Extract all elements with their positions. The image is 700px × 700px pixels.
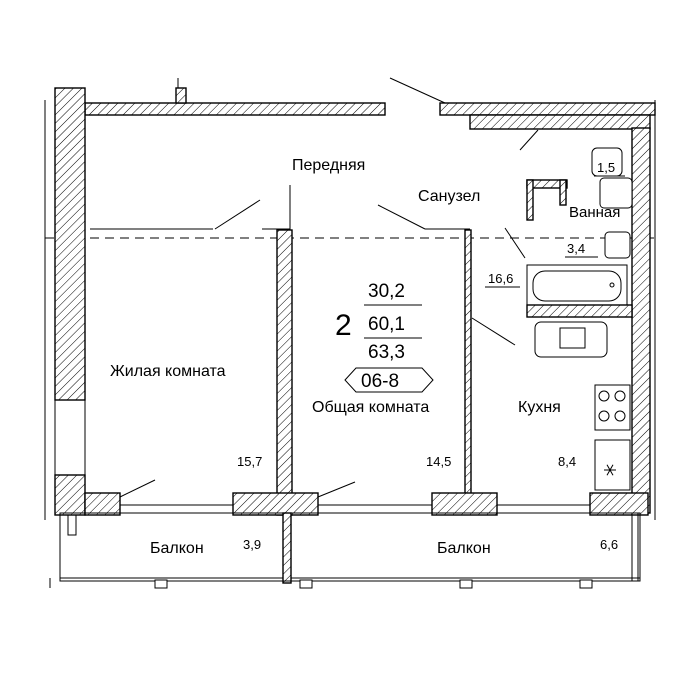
area-bedroom: 15,7 [237,454,262,469]
balcony-walls [59,479,649,589]
area-balcony-right: 6,6 [600,537,618,552]
apartment-summary: 2 30,2 60,1 63,3 06-8 [335,281,434,393]
room-label-balcony-left: Балкон [150,540,204,557]
total-area-value: 60,1 [368,314,405,335]
type-code: 06-8 [361,371,399,392]
area-balcony-left: 3,9 [243,537,261,552]
top-wall [84,77,656,130]
living-area-value: 30,2 [368,281,405,302]
left-wall [54,87,86,536]
area-hall: 16,6 [488,271,513,286]
area-kitchen: 8,4 [558,454,576,469]
rooms-count: 2 [335,309,352,342]
room-label-bathroom: Ванная [569,204,620,221]
interior-walls [90,127,651,516]
area-living-room: 14,5 [426,454,451,469]
sanitary-fixtures [526,147,633,491]
snowflake-icon [604,464,616,476]
room-label-kitchen: Кухня [518,399,561,416]
axis-lines [44,100,660,588]
type-code-frame [344,367,434,393]
total-area-with-balcony-value: 63,3 [368,342,405,363]
area-bathroom: 3,4 [567,241,585,256]
room-label-hall: Передняя [292,157,365,174]
room-label-living-room: Общая комната [312,399,429,416]
room-label-balcony-right: Балкон [437,540,491,557]
area-wc: 1,5 [597,160,615,175]
room-label-wc: Санузел [418,188,480,205]
room-label-bedroom: Жилая комната [110,363,226,380]
